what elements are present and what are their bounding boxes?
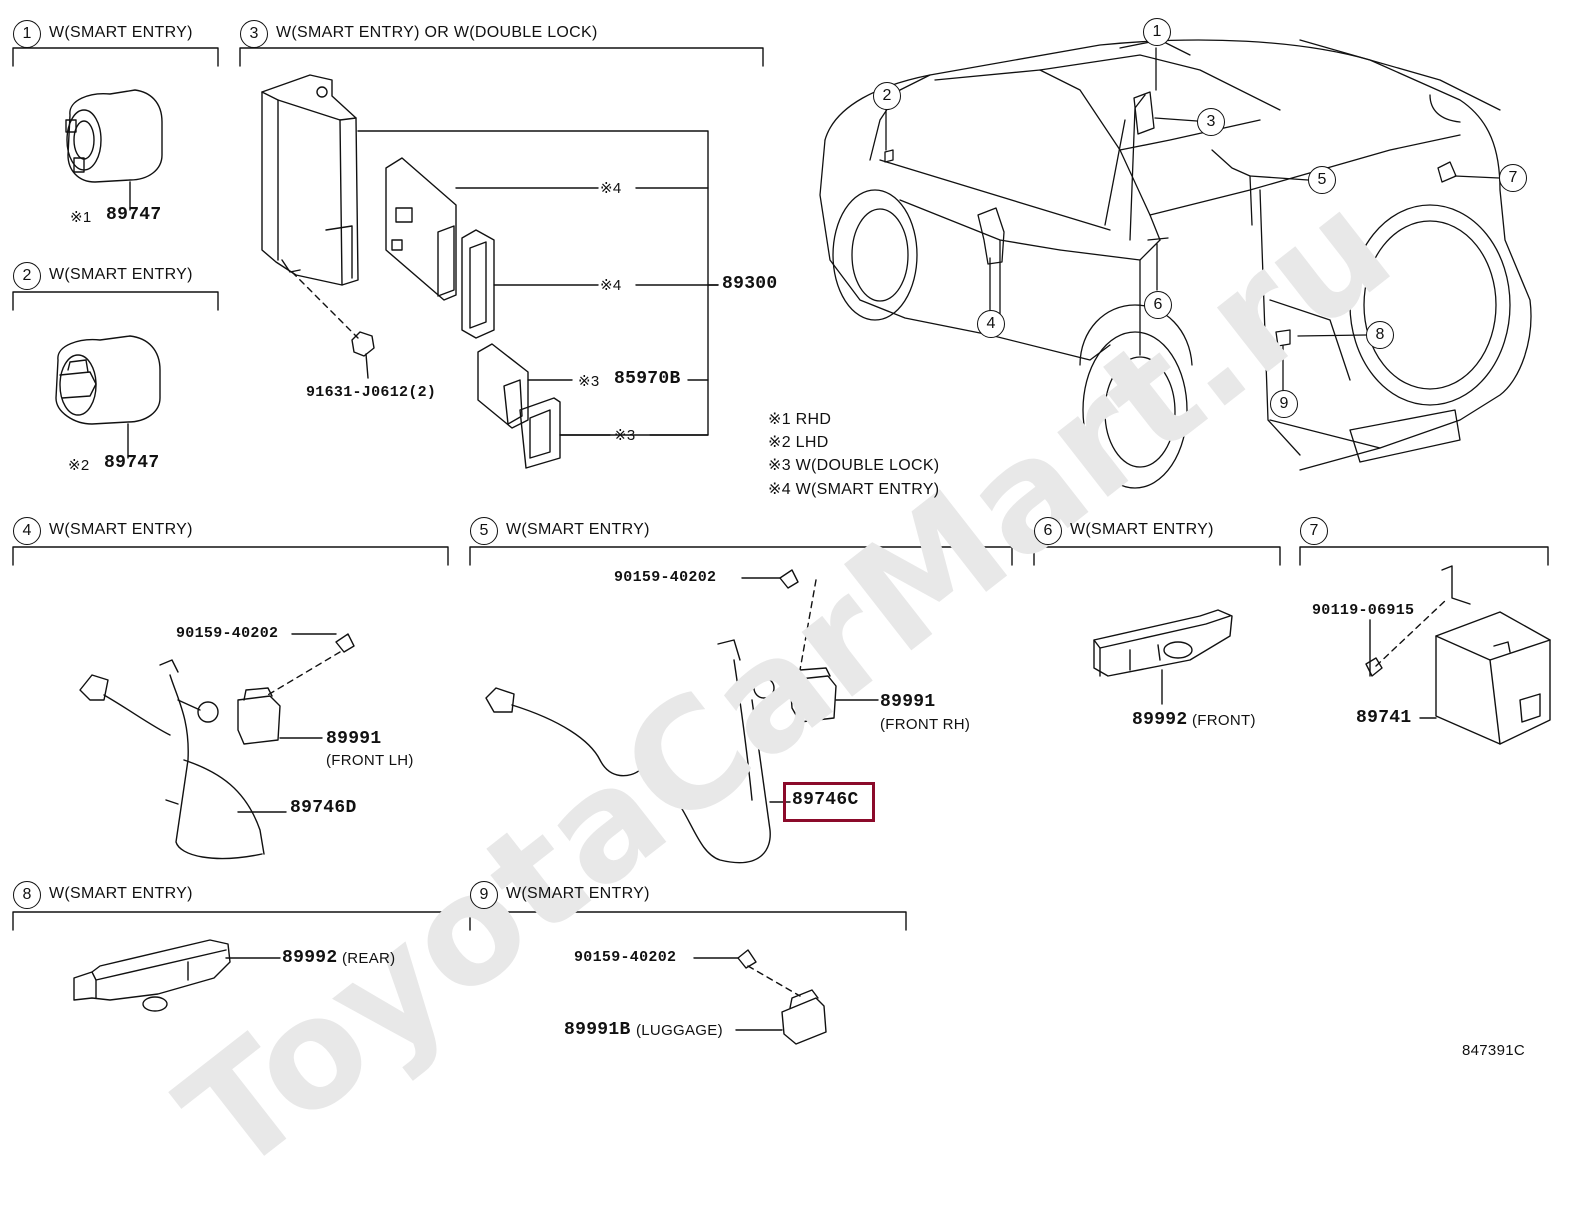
section-5-label: W(SMART ENTRY) (506, 521, 650, 538)
part-number-90119-06915[interactable]: 90119-06915 (1312, 602, 1415, 619)
section-4-number: 4 (13, 517, 41, 545)
part-position: (FRONT) (1192, 712, 1256, 729)
part-number-89747-rhd[interactable]: 89747 (106, 205, 162, 225)
part-number-89991-front-rh[interactable]: 89991 (880, 692, 936, 712)
part-number-85970b[interactable]: 85970B (614, 369, 681, 389)
sensor-89991b (693, 949, 827, 1045)
receiver-89741 (1365, 565, 1551, 745)
antenna-89992-rear (73, 939, 281, 1012)
part-number-90159-40202[interactable]: 90159-40202 (176, 625, 279, 642)
ecu-89300 (261, 74, 719, 469)
section-5-number: 5 (470, 517, 498, 545)
vehicle-callout-7: 7 (1499, 164, 1527, 192)
part-number-90159-40202[interactable]: 90159-40202 (574, 949, 677, 966)
section-brackets (12, 47, 1549, 931)
part-position: (LUGGAGE) (636, 1022, 723, 1039)
vehicle-callout-6: 6 (1144, 291, 1172, 319)
section-2-number: 2 (13, 262, 41, 290)
part-note: ※4 (600, 180, 622, 197)
part-note: ※3 (578, 373, 600, 390)
section-3-number: 3 (240, 20, 268, 48)
vehicle-illustration (819, 39, 1532, 489)
section-9-label: W(SMART ENTRY) (506, 885, 650, 902)
part-number-89746c[interactable]: 89746C (792, 790, 859, 810)
section-7-number: 7 (1300, 517, 1328, 545)
part-number-91631-j0612[interactable]: 91631-J0612(2) (306, 384, 437, 401)
vehicle-callout-3: 3 (1197, 108, 1225, 136)
section-8-number: 8 (13, 881, 41, 909)
part-position: (FRONT RH) (880, 716, 971, 733)
vehicle-callout-2: 2 (873, 82, 901, 110)
section-2-label: W(SMART ENTRY) (49, 266, 193, 283)
section-1-label: W(SMART ENTRY) (49, 24, 193, 41)
note-1: ※1 RHD (768, 411, 832, 428)
part-number-89992-rear[interactable]: 89992 (282, 948, 338, 968)
harness-89746c (485, 569, 879, 864)
section-9-number: 9 (470, 881, 498, 909)
part-position: (FRONT LH) (326, 752, 414, 769)
antenna-89992-front (1093, 609, 1233, 705)
part-number-89741[interactable]: 89741 (1356, 708, 1412, 728)
note-3: ※3 W(DOUBLE LOCK) (768, 457, 940, 474)
section-6-label: W(SMART ENTRY) (1070, 521, 1214, 538)
section-6-number: 6 (1034, 517, 1062, 545)
part-number-89747-lhd[interactable]: 89747 (104, 453, 160, 473)
harness-89746d (79, 633, 355, 860)
vehicle-callout-8: 8 (1366, 321, 1394, 349)
part-note: ※1 (70, 209, 92, 226)
part-note: ※3 (614, 427, 636, 444)
note-4: ※4 W(SMART ENTRY) (768, 481, 940, 498)
figure-code: 847391C (1462, 1042, 1525, 1059)
highlight-box (783, 782, 875, 822)
section-3-label: W(SMART ENTRY) OR W(DOUBLE LOCK) (276, 24, 598, 41)
cylinder-89747-lhd (55, 335, 161, 459)
parts-diagram-canvas (12, 39, 1551, 1045)
vehicle-callout-5: 5 (1308, 166, 1336, 194)
part-position: (REAR) (342, 950, 396, 967)
section-1-number: 1 (13, 20, 41, 48)
part-number-89991b[interactable]: 89991B (564, 1020, 631, 1040)
section-8-label: W(SMART ENTRY) (49, 885, 193, 902)
note-2: ※2 LHD (768, 434, 829, 451)
vehicle-callout-4: 4 (977, 310, 1005, 338)
part-number-89746d[interactable]: 89746D (290, 798, 357, 818)
vehicle-callout-9: 9 (1270, 390, 1298, 418)
vehicle-callout-1: 1 (1143, 18, 1171, 46)
part-number-89991-front-lh[interactable]: 89991 (326, 729, 382, 749)
section-4-label: W(SMART ENTRY) (49, 521, 193, 538)
part-note: ※4 (600, 277, 622, 294)
part-number-89300[interactable]: 89300 (722, 274, 778, 294)
part-number-89992-front[interactable]: 89992 (1132, 710, 1188, 730)
cylinder-89747-rhd (65, 89, 163, 211)
part-note: ※2 (68, 457, 90, 474)
part-number-90159-40202[interactable]: 90159-40202 (614, 569, 717, 586)
